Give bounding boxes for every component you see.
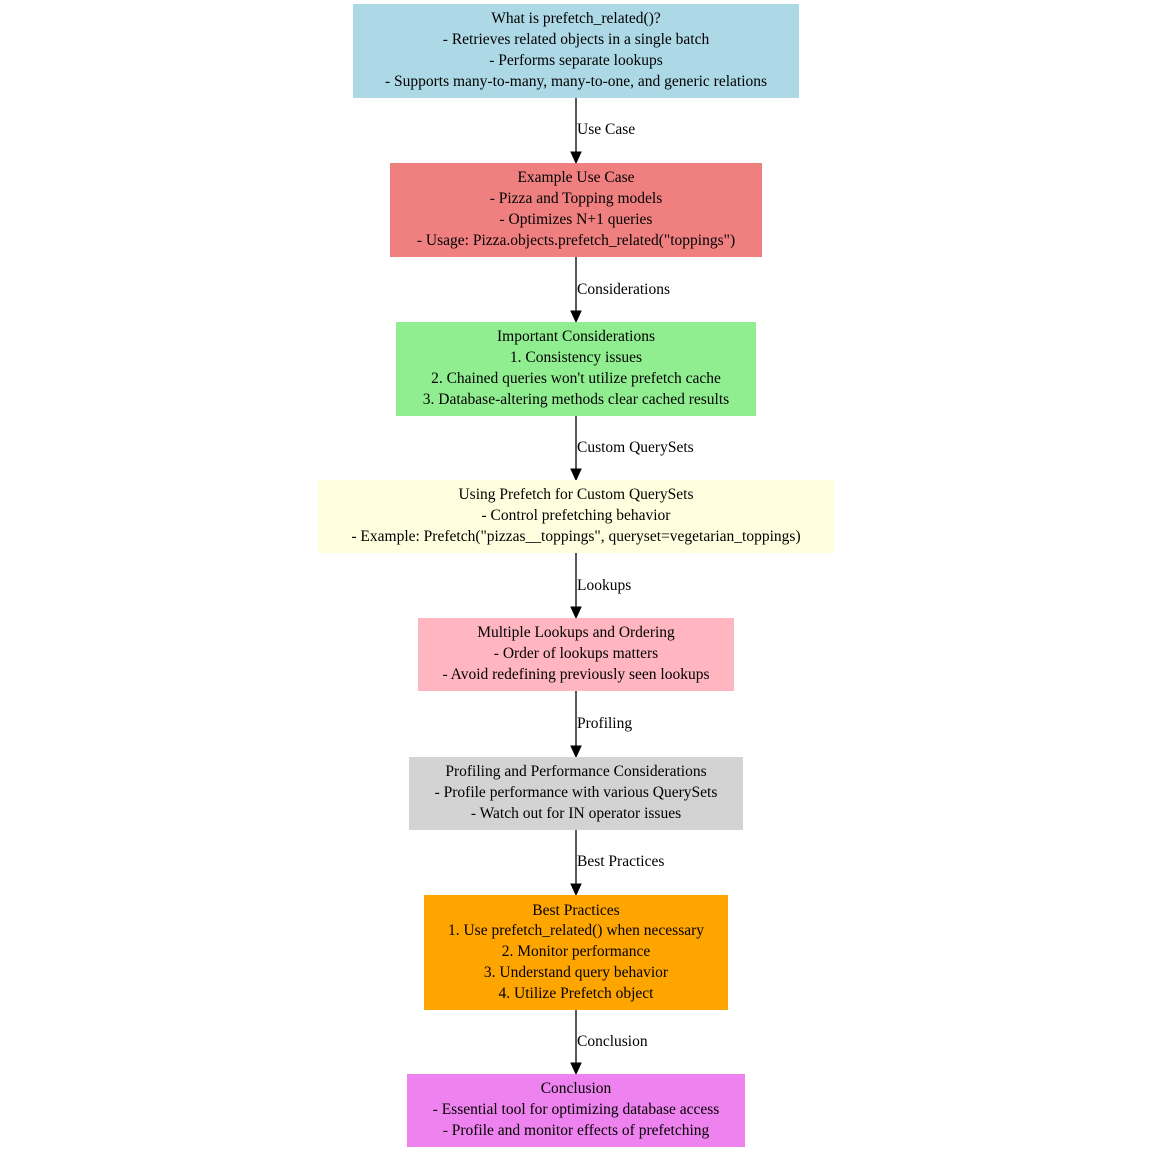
node-profiling-performance: Profiling and Performance Considerations… [409,757,743,830]
arrowhead-icon [570,745,582,759]
node-line: 2. Chained queries won't utilize prefetc… [431,370,721,387]
edge-label-use-case: Use Case [577,121,636,138]
node-line: 1. Use prefetch_related() when necessary [447,922,705,940]
edge-label-profiling: Profiling [577,715,633,732]
node-line: - Watch out for IN operator issues [470,804,682,822]
arrowhead-icon [570,883,582,897]
node-conclusion: Conclusion - Essential tool for optimizi… [407,1074,745,1147]
arrowhead-icon [570,151,582,165]
arrowhead-icon [570,310,582,324]
node-line: 1. Consistency issues [509,349,643,367]
node-title: Profiling and Performance Considerations [445,763,707,781]
node-line: - Example: Prefetch("pizzas__toppings", … [351,527,801,545]
node-line: 3. Database-altering methods clear cache… [422,390,730,408]
edge-label-lookups: Lookups [577,577,632,594]
node-line: - Avoid redefining previously seen looku… [442,665,710,683]
node-title: Example Use Case [517,169,635,187]
node-important-considerations: Important Considerations 1. Consistency … [396,322,756,416]
node-line: - Performs separate lookups [489,52,663,69]
edge-label-custom-querysets: Custom QuerySets [577,439,694,456]
node-title: Multiple Lookups and Ordering [477,624,675,642]
node-what-is-prefetch-related: What is prefetch_related()? - Retrieves … [353,4,799,98]
node-line: - Essential tool for optimizing database… [432,1101,720,1119]
node-custom-querysets: Using Prefetch for Custom QuerySets - Co… [318,480,834,553]
node-line: 4. Utilize Prefetch object [498,984,654,1002]
node-line: 3. Understand query behavior [483,963,669,981]
node-title: What is prefetch_related()? [491,10,661,28]
node-line: - Pizza and Topping models [489,190,663,208]
node-line: - Usage: Pizza.objects.prefetch_related(… [416,231,736,249]
node-multiple-lookups: Multiple Lookups and Ordering - Order of… [418,618,734,691]
node-title: Conclusion [540,1080,612,1098]
node-line: - Profile and monitor effects of prefetc… [442,1121,710,1139]
arrowhead-icon [570,606,582,620]
node-title: Important Considerations [497,328,655,346]
node-line: - Optimizes N+1 queries [499,211,653,228]
node-title: Using Prefetch for Custom QuerySets [458,486,694,504]
node-line: - Retrieves related objects in a single … [442,31,710,49]
arrowhead-icon [570,1062,582,1076]
edge-label-conclusion: Conclusion [577,1033,648,1050]
edge-label-best-practices: Best Practices [577,853,665,870]
node-line: 2. Monitor performance [501,943,651,961]
arrowhead-icon [570,468,582,482]
node-line: - Supports many-to-many, many-to-one, an… [384,72,768,90]
node-line: - Order of lookups matters [493,645,659,663]
node-example-use-case: Example Use Case - Pizza and Topping mod… [390,163,762,257]
node-title: Best Practices [532,901,620,919]
node-line: - Control prefetching behavior [481,507,671,525]
node-line: - Profile performance with various Query… [434,784,718,802]
node-best-practices: Best Practices 1. Use prefetch_related()… [424,895,728,1010]
edge-label-considerations: Considerations [577,281,670,298]
